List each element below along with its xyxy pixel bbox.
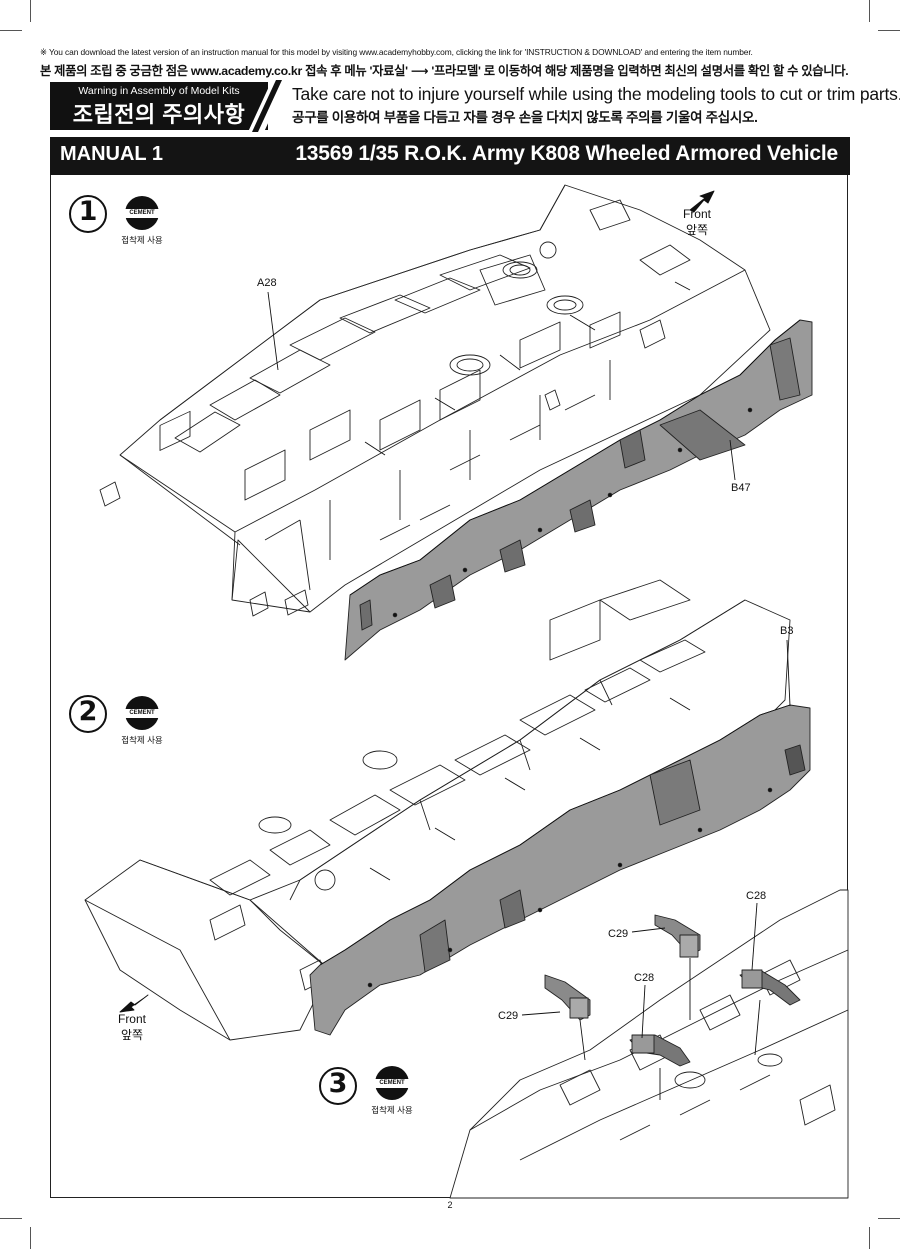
cement-icon: CEMENT 접착제 사용 — [352, 1066, 432, 1116]
step-circle — [69, 695, 107, 733]
part-label-b47: B47 — [731, 482, 751, 494]
step-number-text: 3 — [328, 1068, 348, 1099]
download-notice-ko: 본 제품의 조립 중 궁금한 점은 www.academy.co.kr 접속 후… — [40, 64, 849, 78]
slash-divider — [248, 80, 288, 132]
part-c29-upper-drawing — [654, 914, 701, 958]
part-c28-lower-drawing — [629, 1034, 691, 1067]
step-number-3: 3 — [316, 1064, 360, 1108]
step-number-text: 1 — [78, 196, 98, 227]
page-number: 2 — [447, 1200, 453, 1210]
part-label-c28: C28 — [634, 972, 655, 984]
caution-text-ko: 공구를 이용하여 부품을 다듬고 자를 경우 손을 다치지 않도록 주의를 기울… — [292, 110, 758, 125]
part-label-c29: C29 — [498, 1010, 519, 1022]
warning-box: Warning in Assembly of Model Kits 조립전의 주… — [50, 82, 268, 130]
step-number-text: 2 — [78, 696, 98, 727]
manual-label: MANUAL 1 — [60, 143, 163, 165]
step-circle — [319, 1067, 357, 1105]
download-notice-en: ※ You can download the latest version of… — [40, 47, 753, 57]
warning-title-en: Warning in Assembly of Model Kits — [78, 85, 240, 97]
front-direction-marker: Front 앞쪽 — [672, 207, 722, 238]
front-label-ko: 앞쪽 — [685, 223, 709, 237]
crop-mark — [30, 1227, 31, 1249]
step-number-1: 1 — [66, 192, 110, 236]
crop-mark — [878, 30, 900, 31]
cement-icon: CEMENT 접착제 사용 — [102, 696, 182, 746]
side-rail-b47-drawing — [344, 319, 813, 661]
instruction-frame — [50, 175, 848, 1198]
part-label-c29: C29 — [608, 928, 629, 940]
part-label-a28: A28 — [257, 277, 277, 289]
crop-mark — [869, 0, 870, 22]
hull-a28-drawing — [99, 184, 771, 617]
part-label-b3: B3 — [780, 625, 794, 637]
part-c28-upper-drawing — [739, 969, 801, 1006]
side-rail-b3-drawing — [309, 704, 811, 1036]
front-label-ko: 앞쪽 — [120, 1028, 144, 1042]
cement-badge-text: CEMENT — [129, 210, 155, 216]
crop-mark — [30, 0, 31, 22]
part-label-c28: C28 — [746, 890, 767, 902]
part-c29-lower-drawing — [544, 974, 591, 1021]
step-circle — [69, 195, 107, 233]
front-direction-marker: Front 앞쪽 — [107, 1012, 157, 1043]
front-label-en: Front — [682, 207, 711, 221]
crop-mark — [0, 30, 22, 31]
cement-icon: CEMENT 접착제 사용 — [102, 196, 182, 246]
crop-mark — [869, 1227, 870, 1249]
cement-caption: 접착제 사용 — [371, 1105, 413, 1115]
warning-title-ko: 조립전의 주의사항 — [72, 102, 246, 127]
front-label-en: Front — [117, 1012, 146, 1026]
title-bar: MANUAL 1 13569 1/35 R.O.K. Army K808 Whe… — [50, 137, 850, 175]
caution-text-en: Take care not to injure yourself while u… — [292, 84, 900, 104]
hull-step2-drawing — [84, 579, 791, 1041]
crop-mark — [0, 1218, 22, 1219]
cement-badge-text: CEMENT — [129, 710, 155, 716]
cement-badge-text: CEMENT — [379, 1080, 405, 1086]
cement-caption: 접착제 사용 — [121, 235, 163, 245]
kit-title: 13569 1/35 R.O.K. Army K808 Wheeled Armo… — [295, 142, 838, 165]
crop-mark — [878, 1218, 900, 1219]
step-number-2: 2 — [66, 692, 110, 736]
cement-caption: 접착제 사용 — [121, 735, 163, 745]
